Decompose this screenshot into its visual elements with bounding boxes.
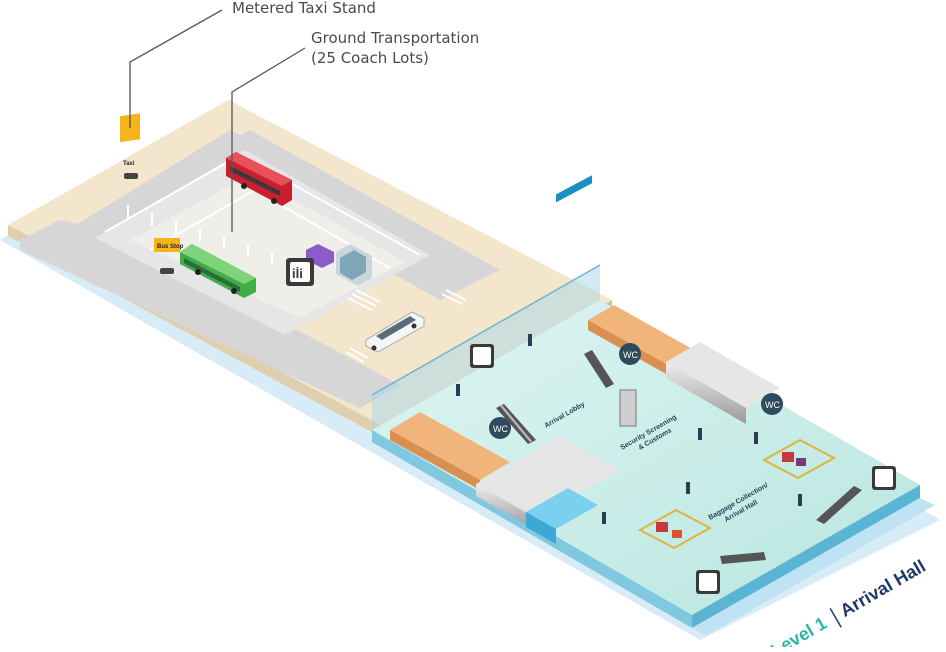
callout-taxi: Metered Taxi Stand	[232, 0, 376, 17]
bus-sign-text: Bus Stop	[157, 244, 184, 250]
duty-free-shop	[526, 175, 598, 544]
grey-wall-left	[476, 436, 620, 530]
orange-block-left	[390, 412, 510, 490]
security-gate	[619, 389, 637, 427]
wc-pin-lobby: WC	[489, 417, 511, 439]
taxi-sign-text: Taxi	[123, 161, 135, 167]
callout-ground-line1: Ground Transportation	[311, 29, 480, 47]
passengers	[456, 334, 802, 524]
wc-pin-baggage: WC	[761, 393, 783, 415]
restroom-sign-outdoor: iİi	[286, 258, 314, 286]
escalator-lobby	[496, 404, 536, 444]
svg-text:WC: WC	[623, 350, 638, 360]
escalator-security	[584, 350, 614, 388]
limousine	[365, 311, 425, 353]
grey-wall-right	[666, 342, 780, 424]
bus-stop-sign: Bus Stop	[154, 238, 184, 274]
baggage-carousel-2	[637, 508, 713, 550]
baggage-carousel-1	[761, 438, 837, 480]
green-bus	[180, 244, 256, 298]
restroom-sign-lobby	[470, 344, 494, 368]
escalator-baggage	[816, 486, 862, 524]
restroom-sign-hall	[872, 466, 896, 490]
restroom-sign-bottom	[696, 570, 720, 594]
callout-ground-line2: (25 Coach Lots)	[311, 49, 429, 67]
svg-text:WC: WC	[493, 424, 508, 434]
red-bus	[226, 152, 292, 206]
svg-text:WC: WC	[765, 400, 780, 410]
callout-leaders	[129, 9, 306, 232]
level-number: Level 1	[767, 613, 830, 647]
wc-pin-security: WC	[619, 343, 641, 365]
svg-text:iİi: iİi	[292, 266, 303, 281]
crosswalk	[345, 289, 467, 363]
level-name: Arrival Hall	[837, 556, 929, 621]
bus-shelter	[306, 244, 372, 286]
escalator-bottom	[720, 552, 766, 564]
